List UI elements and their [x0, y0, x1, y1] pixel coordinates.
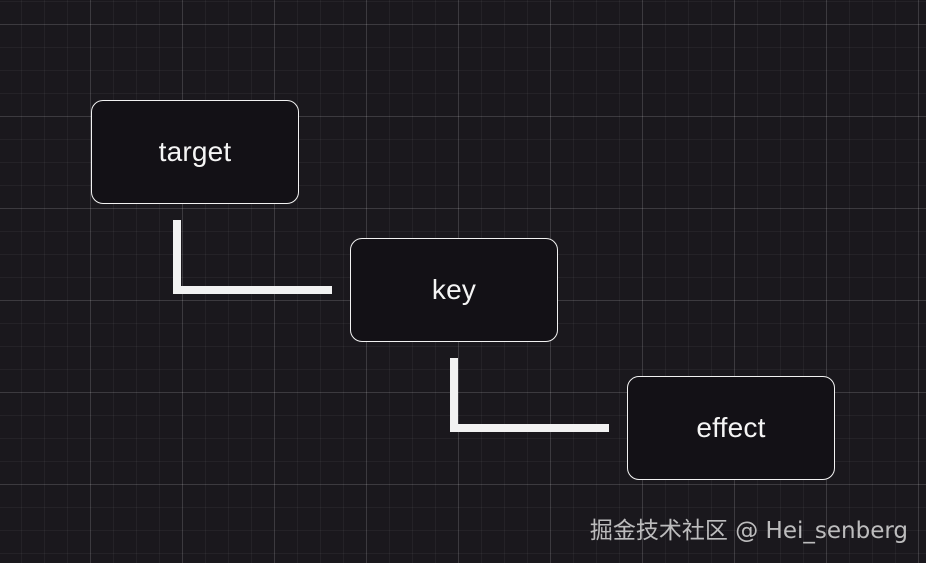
node-effect: effect [627, 376, 835, 480]
node-key: key [350, 238, 558, 342]
node-target: target [91, 100, 299, 204]
connector-key-effect [450, 358, 609, 432]
node-key-label: key [431, 274, 477, 305]
connector-target-key [173, 220, 332, 294]
watermark: 掘金技术社区 @ Hei_senberg [589, 518, 908, 544]
node-effect-label: effect [696, 412, 766, 443]
node-target-label: target [158, 136, 232, 167]
